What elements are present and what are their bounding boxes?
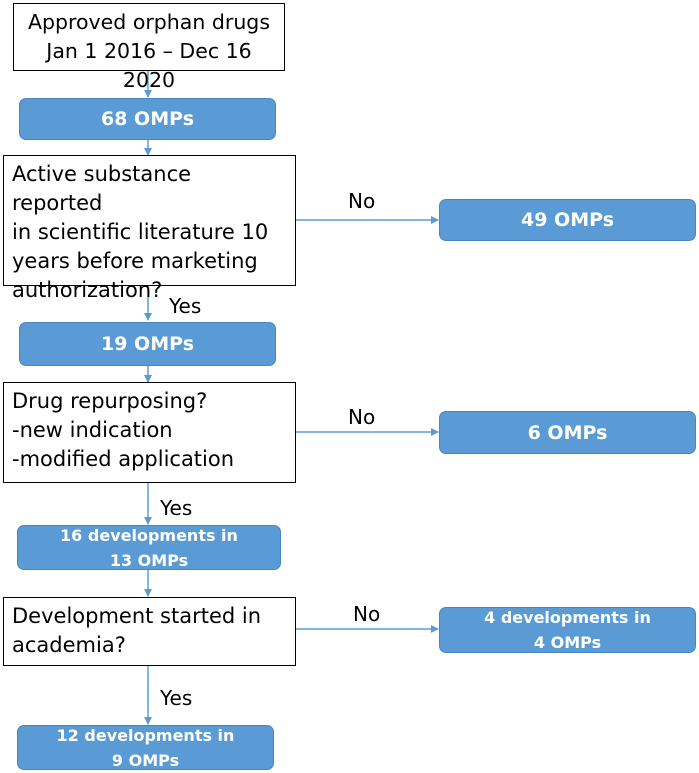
start-box: Approved orphan drugs Jan 1 2016 – Dec 1…	[13, 3, 285, 92]
omps-6-box: 6 OMPs	[439, 411, 696, 454]
omps-19-box: 19 OMPs	[19, 322, 276, 366]
edge-label-no-2: No	[348, 405, 376, 429]
developments-16-box: 16 developments in 13 OMPs	[17, 525, 281, 570]
developments-4-box: 4 developments in 4 OMPs	[439, 607, 696, 653]
omps-49-box: 49 OMPs	[439, 199, 696, 241]
edge-label-yes-2: Yes	[160, 496, 193, 520]
edge-label-yes-3: Yes	[160, 686, 193, 710]
question-repurposing-box: Drug repurposing? -new indication -modif…	[3, 382, 296, 483]
edge-label-yes-1: Yes	[169, 294, 202, 318]
developments-12-box: 12 developments in 9 OMPs	[17, 725, 274, 770]
question-literature-box: Active substance reported in scientific …	[3, 155, 296, 302]
edge-label-no-1: No	[348, 189, 376, 213]
question-academia-box: Development started in academia?	[3, 597, 296, 666]
omps-68-box: 68 OMPs	[19, 98, 276, 140]
edge-label-no-3: No	[353, 602, 381, 626]
